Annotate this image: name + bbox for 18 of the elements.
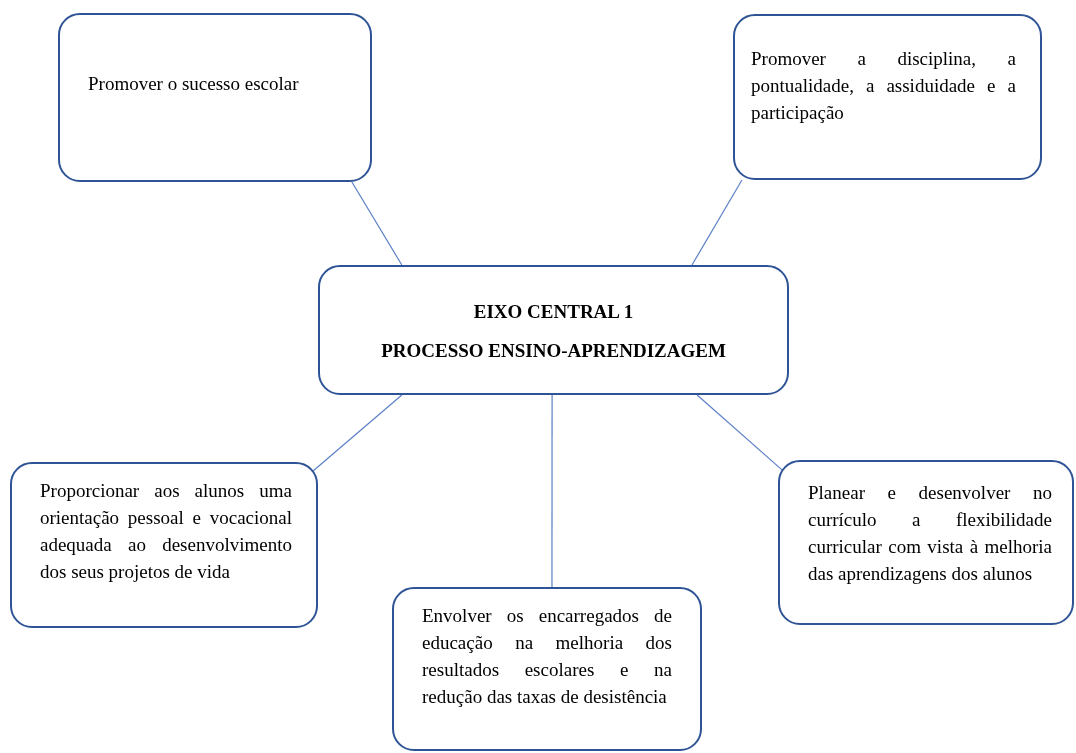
box-text: Planear e desenvolver no currículo a flexibilidade curricular com vista à melhoria das aprendizagens dos alunos (808, 481, 1052, 586)
box-text: Promover o sucesso escolar (88, 72, 300, 96)
rounded-box (778, 460, 1074, 625)
box-text: Promover a disciplina, a pontualidade, a assiduidade e a participação (751, 47, 1016, 125)
connector-line (351, 181, 403, 266)
connector-line (551, 394, 553, 588)
heading-text: PROCESSO ENSINO-APRENDIZAGEM (381, 339, 726, 363)
box-text: Envolver os encarregados de educação na melhoria dos resultados escolares e na redução das taxas de desistência (422, 604, 672, 709)
rounded-box (58, 13, 372, 182)
connector-line (691, 179, 743, 266)
heading-text: EIXO CENTRAL 1 (473, 300, 634, 325)
rounded-box (10, 462, 318, 628)
connector-line (311, 394, 403, 473)
rounded-box (392, 587, 702, 751)
box-text: Proporcionar aos alunos uma orientação pessoal e vocacional adequada ao desenvolvimento dos seus projetos de vida (40, 479, 292, 584)
connector-line (696, 394, 783, 471)
rounded-box (318, 265, 789, 395)
rounded-box (733, 14, 1042, 180)
